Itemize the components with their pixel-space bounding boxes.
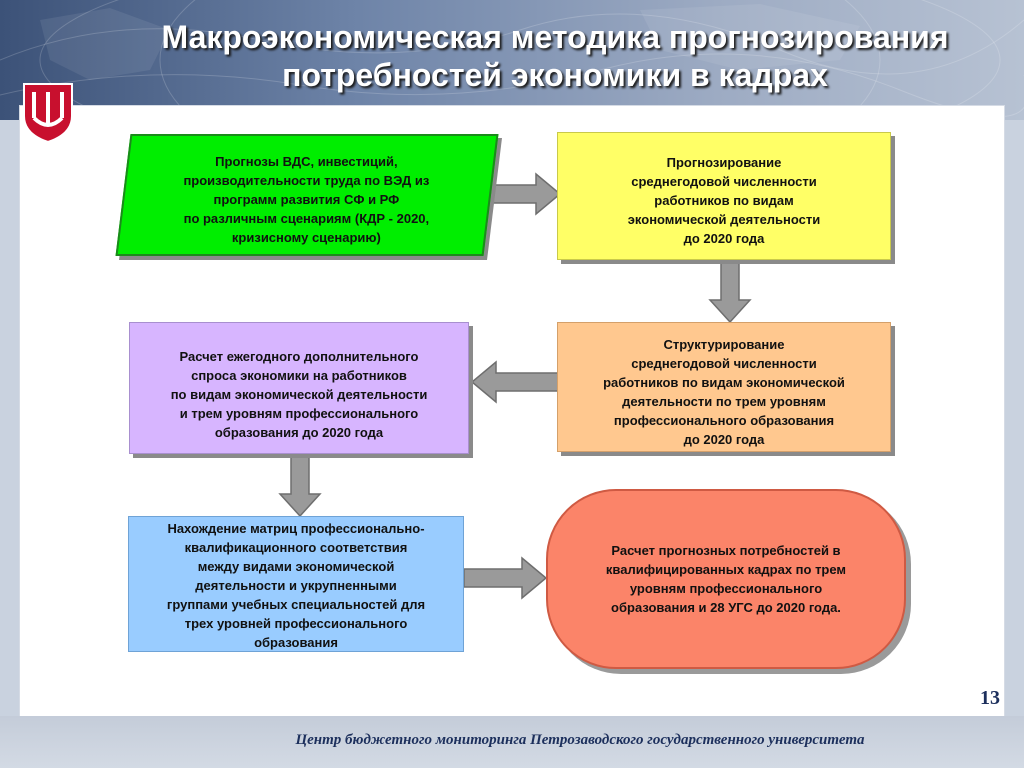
page-number: 13 [980,687,1000,709]
header-background [0,0,1024,120]
arrow-left-1 [470,360,559,404]
footer-text: Центр бюджетного мониторинга Петрозаводс… [295,732,865,748]
university-logo [23,83,73,144]
result-box: Расчет прогнозных потребностей в квалифи… [546,489,906,669]
matrices-box: Нахождение матриц профессионально- квали… [128,516,464,652]
structuring-box: Структурирование среднегодовой численнос… [557,322,891,452]
result-text: Расчет прогнозных потребностей в квалифи… [605,543,847,615]
arrow-right-2 [464,556,548,600]
forecasts-text: Прогнозы ВДС, инвестиций, производительн… [183,154,430,245]
matrices-text: Нахождение матриц профессионально- квали… [166,521,426,650]
world-map-watermark [0,0,1024,120]
arrow-right-1 [490,172,562,216]
forecasts-box: Прогнозы ВДС, инвестиций, производительн… [115,134,499,256]
structuring-text: Структурирование среднегодовой численнос… [603,337,845,447]
avg-headcount-text: Прогнозирование среднегодовой численност… [627,155,821,246]
arrow-down-1 [708,262,752,324]
annual-demand-box: Расчет ежегодного дополнительного спроса… [129,322,469,454]
footer-background [0,716,1024,768]
avg-headcount-forecast-box: Прогнозирование среднегодовой численност… [557,132,891,260]
arrow-down-2 [278,456,322,518]
slide-title: Макроэкономическая методика прогнозирова… [161,19,949,93]
annual-demand-text: Расчет ежегодного дополнительного спроса… [170,349,428,440]
